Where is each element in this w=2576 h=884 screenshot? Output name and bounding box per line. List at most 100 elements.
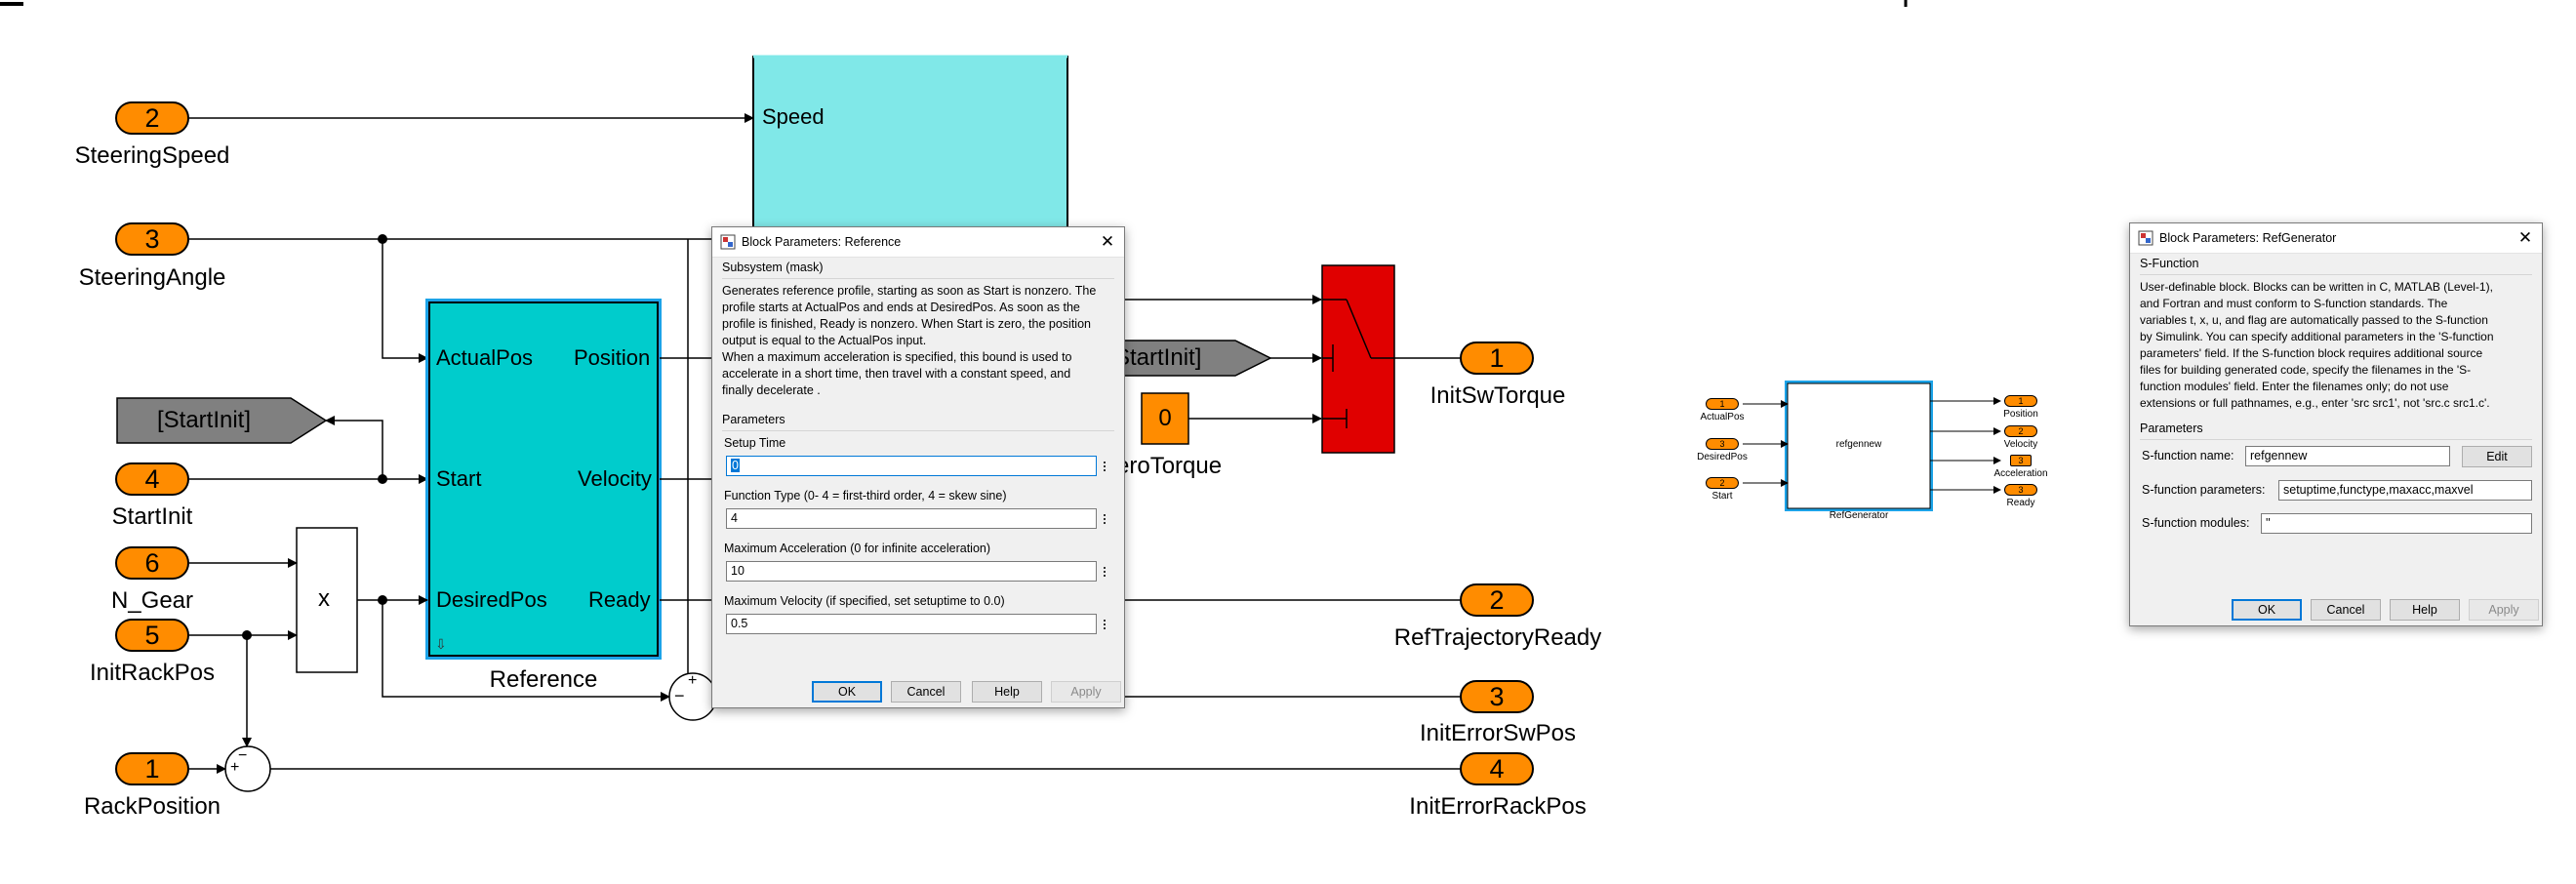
more-options-icon[interactable] — [1101, 508, 1108, 529]
description-line: parameters' field. If the S-function blo… — [2140, 346, 2483, 360]
more-options-icon[interactable] — [1101, 561, 1108, 582]
ref-out-position: Position — [574, 345, 651, 370]
inport-start-init[interactable]: 4 — [115, 462, 189, 496]
apply-button[interactable]: Apply — [1051, 681, 1121, 703]
sfunction-params-field[interactable]: setuptime,functype,maxacc,maxvel — [2278, 480, 2532, 501]
outport-label: InitErrorRackPos — [1409, 793, 1587, 820]
sum-rack-minus: − — [238, 747, 248, 764]
refgen-inport-label: Start — [1711, 491, 1733, 502]
close-icon[interactable]: ✕ — [1100, 232, 1115, 251]
reference-block-name: Reference — [489, 666, 598, 693]
description-line: When a maximum acceleration is specified… — [722, 350, 1072, 364]
description-line: extensions or full pathnames, e.g., ente… — [2140, 396, 2490, 410]
outport-init-error-rack-pos[interactable]: 4 — [1460, 752, 1534, 785]
ref-out-ready: Ready — [588, 587, 651, 612]
help-button[interactable]: Help — [2390, 599, 2460, 621]
ref-out-velocity: Velocity — [578, 466, 652, 491]
reference-block-shape — [428, 301, 659, 657]
apply-button[interactable]: Apply — [2469, 599, 2539, 621]
dialog-title: Block Parameters: RefGenerator — [2159, 231, 2337, 245]
inport-init-rack-pos[interactable]: 5 — [115, 619, 189, 652]
params-header: Parameters — [722, 413, 785, 426]
refgen-outport-label: Acceleration — [1993, 468, 2048, 479]
refgen-inport[interactable]: 2 — [1706, 477, 1739, 489]
refgen-outport-label: Velocity — [2003, 439, 2038, 450]
switch-block-shape — [1321, 264, 1395, 454]
reference-params-dialog: Block Parameters: Reference ✕ Subsystem … — [711, 226, 1125, 708]
speed-port-label: Speed — [762, 104, 825, 129]
description-line: function modules' field. Enter the filen… — [2140, 380, 2449, 393]
sum-rack-plus: + — [230, 759, 240, 776]
inport-rack-position[interactable]: 1 — [115, 752, 189, 785]
outport-init-sw-torque[interactable]: 1 — [1460, 342, 1534, 375]
constant-block[interactable]: 0 — [1158, 405, 1172, 431]
inport-label: SteeringAngle — [78, 264, 226, 291]
outport-ref-trajectory-ready[interactable]: 2 — [1460, 583, 1534, 617]
refgen-outport[interactable]: 1 — [2004, 395, 2037, 407]
max-velocity-field[interactable]: 0.5 — [726, 614, 1097, 634]
param-label: Maximum Acceleration (0 for infinite acc… — [724, 542, 991, 555]
refgen-outport[interactable]: 2 — [2004, 425, 2037, 437]
reference-block[interactable] — [425, 299, 662, 660]
dialog-title-bar[interactable]: Block Parameters: Reference ✕ — [712, 227, 1124, 258]
constant-block-shape — [1141, 392, 1189, 445]
inport-steering-angle[interactable]: 3 — [115, 222, 189, 256]
help-button[interactable]: Help — [972, 681, 1042, 703]
ref-in-start: Start — [436, 466, 482, 491]
switch-block[interactable] — [1322, 265, 1394, 453]
param-label: Setup Time — [724, 436, 786, 450]
refgen-inport[interactable]: 3 — [1706, 438, 1739, 450]
cancel-button[interactable]: Cancel — [891, 681, 961, 703]
goto-tag-startinit[interactable]: [StartInit] — [156, 407, 252, 433]
params-header: Parameters — [2140, 422, 2203, 435]
function-type-field[interactable]: 4 — [726, 508, 1097, 529]
goto-tag-shape — [116, 397, 328, 444]
section-header: S-Function — [2140, 257, 2199, 270]
ref-in-desiredpos: DesiredPos — [436, 587, 547, 612]
refgen-block[interactable]: refgennew — [1835, 439, 1882, 450]
more-options-icon[interactable] — [1101, 614, 1108, 634]
edit-button[interactable]: Edit — [2462, 446, 2532, 467]
ref-in-actualpos: ActualPos — [436, 345, 534, 370]
outport-init-error-sw-pos[interactable]: 3 — [1460, 680, 1534, 713]
sfunction-name-label: S-function name: — [2142, 449, 2234, 462]
param-label: Function Type (0- 4 = first-third order,… — [724, 489, 1007, 502]
description-line: finally decelerate . — [722, 383, 821, 397]
outport-label: RefTrajectoryReady — [1393, 624, 1602, 651]
refgen-outport[interactable]: 3 — [2004, 484, 2037, 496]
inport-label: N_Gear — [110, 587, 194, 614]
cancel-button[interactable]: Cancel — [2311, 599, 2381, 621]
sum-swpos-minus: − — [674, 686, 685, 705]
max-acceleration-field[interactable]: 10 — [726, 561, 1097, 582]
refgen-inport[interactable]: 1 — [1706, 398, 1739, 410]
description-line: accelerate in a short time, then travel … — [722, 367, 1071, 381]
inport-n-gear[interactable]: 6 — [115, 546, 189, 580]
inport-label: SteeringSpeed — [74, 142, 230, 169]
ok-button[interactable]: OK — [2232, 599, 2302, 621]
inport-label: InitRackPos — [89, 660, 216, 686]
sfunction-modules-label: S-function modules: — [2142, 516, 2250, 530]
dialog-title-bar[interactable]: Block Parameters: RefGenerator ✕ — [2130, 223, 2542, 254]
description-line: profile is finished, Ready is nonzero. W… — [722, 317, 1091, 331]
simulink-app-icon — [2138, 230, 2153, 246]
refgen-outport[interactable]: 3 — [2010, 455, 2032, 466]
refgen-block-name: RefGenerator — [1829, 510, 1889, 521]
inport-label: StartInit — [111, 503, 193, 530]
sfunction-params-dialog: Block Parameters: RefGenerator ✕ S-Funct… — [2129, 222, 2543, 626]
close-icon[interactable]: ✕ — [2517, 228, 2533, 247]
ok-button[interactable]: OK — [812, 681, 882, 703]
sum-swpos-plus: + — [688, 672, 698, 689]
sfunction-modules-field[interactable]: '' — [2261, 513, 2532, 534]
inport-steering-speed[interactable]: 2 — [115, 101, 189, 135]
from-tag-startinit[interactable]: StartInit] — [1114, 344, 1202, 371]
description-line: and Fortran and must conform to S-functi… — [2140, 297, 2448, 310]
setup-time-field[interactable]: 0 — [726, 456, 1097, 476]
description-line: variables t, x, u, and flag are automati… — [2140, 313, 2488, 327]
refgen-outport-label: Ready — [2006, 498, 2035, 508]
refgen-outport-label: Position — [2003, 409, 2038, 420]
outport-label: InitErrorSwPos — [1419, 720, 1577, 746]
product-block[interactable]: x — [318, 585, 330, 612]
more-options-icon[interactable] — [1101, 456, 1108, 476]
sfunction-name-field[interactable]: refgennew — [2245, 446, 2450, 466]
